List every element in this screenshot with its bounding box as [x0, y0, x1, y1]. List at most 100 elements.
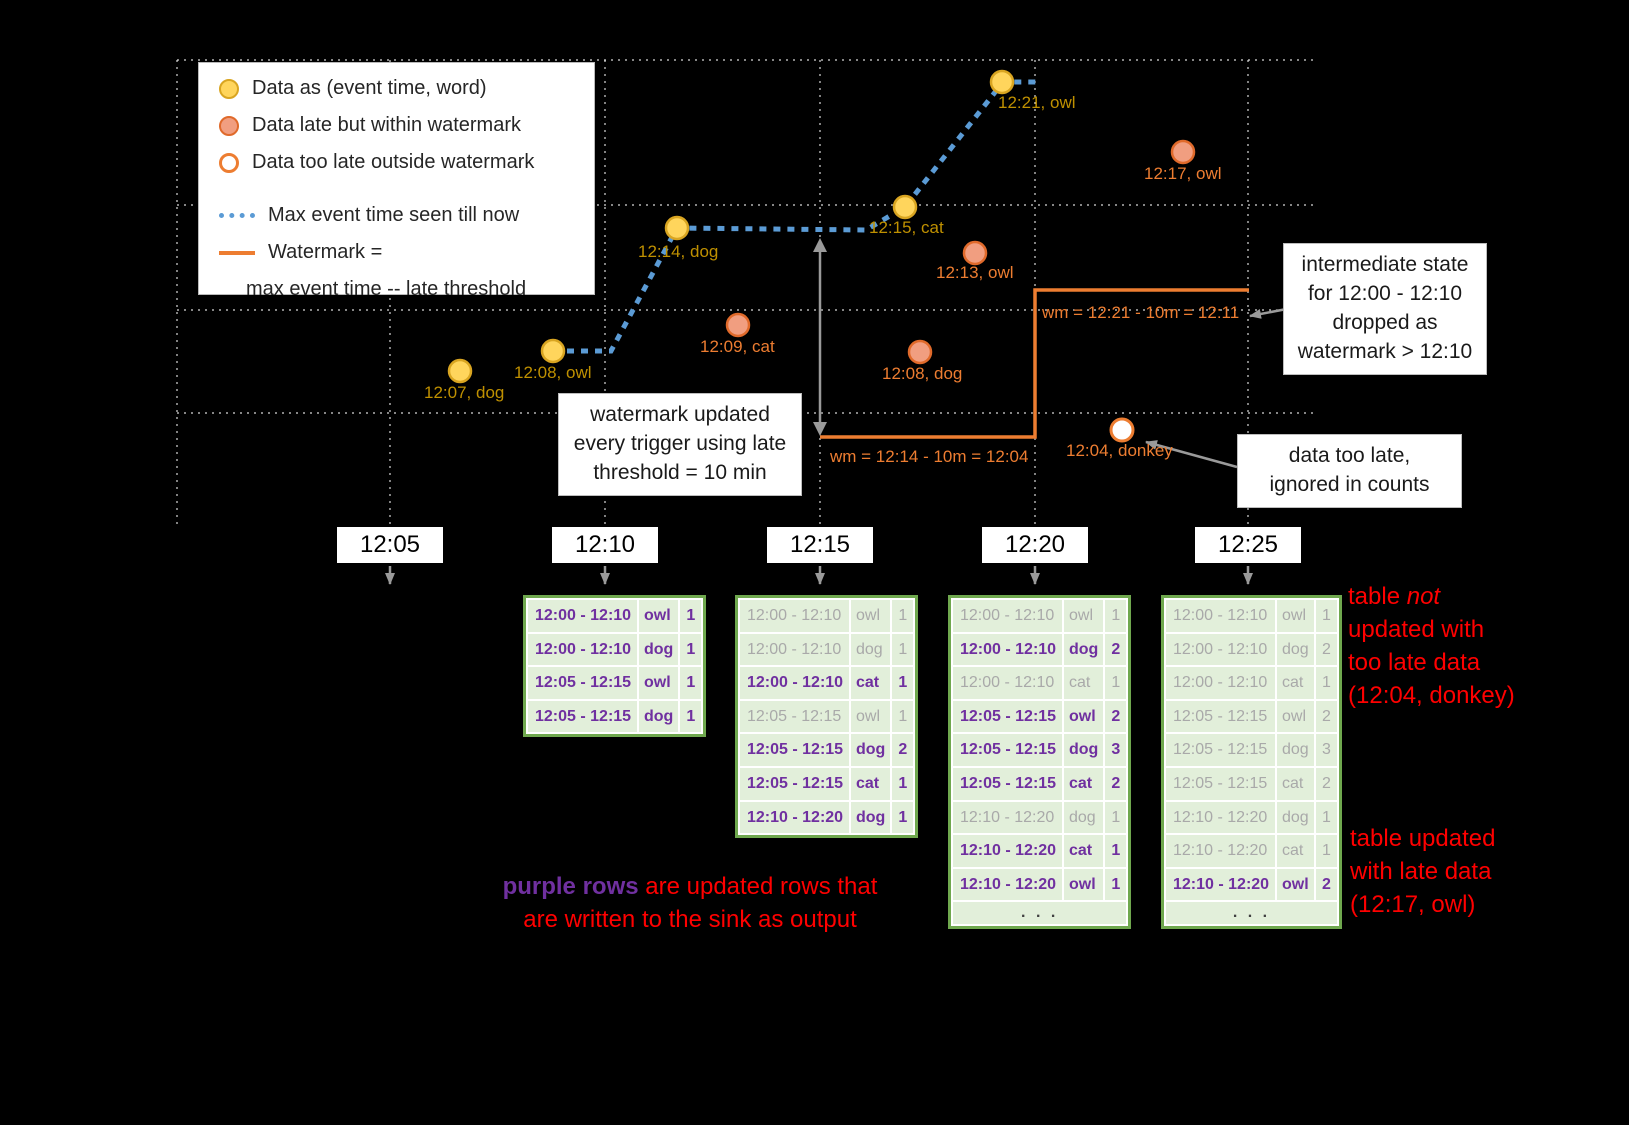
- cell-window: 12:10 - 12:20: [1166, 868, 1275, 901]
- cell-count: 2: [1105, 700, 1127, 733]
- callout-data-too-late: data too late, ignored in counts: [1237, 434, 1462, 508]
- callout-line: threshold = 10 min: [593, 460, 767, 484]
- cell-count: 1: [680, 700, 702, 733]
- cell-word: dog: [1277, 633, 1314, 666]
- event-point-ontime: [664, 215, 690, 241]
- legend-item-max-event-time: Max event time seen till now: [219, 204, 594, 227]
- cell-count: 1: [1105, 667, 1127, 699]
- table-ellipsis-row: . . .: [1166, 902, 1337, 924]
- event-label: 12:09, cat: [700, 337, 775, 356]
- event-label: 12:21, owl: [998, 93, 1076, 112]
- cell-count: 1: [1105, 600, 1127, 632]
- cell-count: 1: [892, 667, 914, 699]
- cell-count: 1: [892, 600, 914, 632]
- cell-window: 12:00 - 12:10: [953, 667, 1062, 699]
- callout-watermark-update: watermark updated every trigger using la…: [558, 393, 802, 496]
- cell-word: cat: [1064, 667, 1104, 699]
- watermark-gap-arrow: [813, 238, 827, 436]
- cell-window: 12:10 - 12:20: [953, 835, 1062, 867]
- event-label: 12:13, owl: [936, 263, 1014, 282]
- cell-count: 1: [1105, 868, 1127, 901]
- on-time-dot-icon: [219, 78, 239, 99]
- event-label: 12:17, owl: [1144, 164, 1222, 183]
- cell-window: 12:00 - 12:10: [528, 633, 637, 666]
- legend-item-watermark: Watermark =: [219, 241, 594, 264]
- max-event-line-icon: [219, 213, 255, 218]
- note-purple-rows: purple rows are updated rows that are wr…: [502, 873, 878, 934]
- event-point-ontime: [989, 69, 1015, 95]
- cell-word: dog: [1277, 801, 1314, 834]
- legend: Data as (event time, word) Data late but…: [198, 62, 595, 300]
- watermark-line: [820, 288, 1249, 439]
- cell-count: 2: [1316, 633, 1337, 666]
- time-label-12-05: 12:05: [337, 527, 443, 563]
- event-point-late: [725, 312, 751, 338]
- watermark-label-1: wm = 12:14 - 10m = 12:04: [830, 447, 1029, 466]
- cell-window: 12:05 - 12:15: [740, 767, 849, 800]
- time-label-12-25: 12:25: [1195, 527, 1301, 563]
- callout-line: dropped as: [1332, 310, 1438, 334]
- cell-word: dog: [639, 633, 679, 666]
- cell-word: owl: [639, 667, 679, 699]
- cell-window: 12:05 - 12:15: [1166, 734, 1275, 766]
- legend-label: Data as (event time, word): [252, 77, 487, 99]
- cell-count: 2: [1105, 633, 1127, 666]
- event-label: 12:15, cat: [869, 218, 944, 237]
- cell-count: 1: [1105, 801, 1127, 834]
- cell-word: dog: [1064, 801, 1104, 834]
- event-label: 12:07, dog: [424, 383, 505, 402]
- cell-window: 12:05 - 12:15: [528, 667, 637, 699]
- cell-window: 12:00 - 12:10: [1166, 633, 1275, 666]
- cell-count: 1: [1316, 600, 1337, 632]
- cell-word: cat: [851, 767, 891, 800]
- time-label-12-15: 12:15: [767, 527, 873, 563]
- event-label: 12:14, dog: [638, 242, 719, 261]
- callout-line: for 12:00 - 12:10: [1307, 281, 1463, 305]
- callout-intermediate-state: intermediate state for 12:00 - 12:10 dro…: [1283, 243, 1487, 375]
- cell-count: 1: [892, 801, 914, 834]
- cell-window: 12:10 - 12:20: [1166, 835, 1275, 867]
- cell-word: dog: [851, 633, 891, 666]
- cell-count: 1: [1316, 835, 1337, 867]
- cell-window: 12:05 - 12:15: [953, 767, 1062, 800]
- cell-count: 3: [1105, 734, 1127, 766]
- legend-item-too-late: Data too late outside watermark: [219, 151, 594, 174]
- cell-window: 12:00 - 12:10: [740, 600, 849, 632]
- cell-count: 1: [1316, 801, 1337, 834]
- event-point-late: [962, 240, 988, 266]
- time-label-12-20: 12:20: [982, 527, 1088, 563]
- note-table-updated-late: table updated with late data (12:17, owl…: [1350, 825, 1496, 919]
- event-point-ontime: [540, 338, 566, 364]
- callout-line: ignored in counts: [1269, 472, 1430, 496]
- cell-count: 2: [892, 734, 914, 766]
- callout-line: intermediate state: [1301, 253, 1469, 276]
- cell-window: 12:00 - 12:10: [953, 633, 1062, 666]
- event-points-layer: [447, 69, 1196, 443]
- cell-word: dog: [1277, 734, 1314, 766]
- cell-window: 12:00 - 12:10: [1166, 667, 1275, 699]
- cell-window: 12:00 - 12:10: [740, 633, 849, 666]
- event-point-late: [1170, 139, 1196, 165]
- cell-word: cat: [1277, 667, 1314, 699]
